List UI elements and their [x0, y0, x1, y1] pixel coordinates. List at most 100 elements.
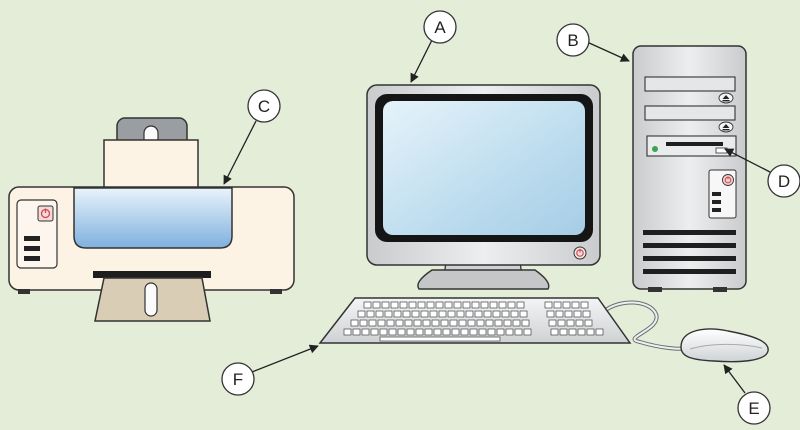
callout-a: A [423, 10, 457, 44]
keyboard-key [507, 301, 516, 309]
keyboard-numpad-key [559, 328, 568, 336]
keyboard-key [478, 328, 487, 336]
keyboard-numpad-key [573, 310, 582, 318]
keyboard-numpad-key [575, 319, 584, 327]
keyboard-key [492, 310, 501, 318]
keyboard-key [510, 310, 519, 318]
keyboard-key [514, 328, 523, 336]
keyboard-key [438, 310, 447, 318]
keyboard-key [357, 310, 366, 318]
keyboard-numpad-key [550, 328, 559, 336]
keyboard-key [429, 310, 438, 318]
label-f: F [233, 370, 243, 389]
keyboard-key [352, 328, 361, 336]
keyboard-key [413, 319, 422, 327]
keyboard-numpad-key [586, 328, 595, 336]
callout-f: F [221, 362, 255, 396]
printer-indicator-1 [24, 236, 40, 241]
keyboard-key [375, 310, 384, 318]
keyboard-key [402, 310, 411, 318]
system-indicator-1 [712, 192, 721, 196]
keyboard-key [404, 319, 413, 327]
keyboard-key [440, 319, 449, 327]
keyboard-key [372, 301, 381, 309]
keyboard-key [359, 319, 368, 327]
keyboard-key [447, 310, 456, 318]
arrow-b [586, 41, 630, 62]
monitor-power-icon [573, 246, 587, 260]
keyboard-key [431, 319, 440, 327]
printer-indicator-3 [24, 256, 40, 261]
keyboard-numpad-key [577, 328, 586, 336]
keyboard-key [415, 328, 424, 336]
keyboard-numpad-key [544, 301, 553, 309]
keyboard-numpad-key [564, 310, 573, 318]
printer-paper-tray [73, 187, 233, 249]
callout-e: E [737, 391, 771, 425]
system-unit [632, 45, 747, 292]
keyboard-key [370, 328, 379, 336]
keyboard-key [390, 301, 399, 309]
system-indicator-2 [712, 200, 721, 204]
monitor-stand-base [417, 269, 550, 290]
keyboard-key [343, 328, 352, 336]
label-c: C [258, 97, 270, 116]
keyboard-key [420, 310, 429, 318]
printer-foot-right [270, 289, 282, 294]
vent-2 [643, 243, 736, 248]
keyboard-key [384, 310, 393, 318]
vent-3 [643, 256, 736, 261]
keyboard-key [519, 310, 528, 318]
mouse [680, 328, 769, 363]
keyboard-key [496, 328, 505, 336]
keyboard-numpad-key [571, 301, 580, 309]
keyboard-key [350, 319, 359, 327]
mouse-body [680, 328, 769, 363]
keyboard-key [494, 319, 503, 327]
label-b: B [567, 31, 578, 50]
keyboard-key [498, 301, 507, 309]
arrow-c [223, 120, 257, 185]
keyboard-key [487, 328, 496, 336]
keyboard-key [503, 319, 512, 327]
keyboard-key [395, 319, 404, 327]
keyboard-key [521, 319, 530, 327]
keyboard-numpad-key [566, 319, 575, 327]
keyboard-numpad-key [555, 310, 564, 318]
optical-drive-2 [644, 105, 736, 121]
keyboard-key [462, 301, 471, 309]
system-unit-foot-right [713, 287, 727, 292]
keyboard-numpad-key [548, 319, 557, 327]
printer-power-icon [37, 205, 54, 222]
label-d: D [778, 172, 790, 191]
keyboard [318, 297, 632, 344]
keyboard-key [456, 310, 465, 318]
floppy-led [652, 146, 658, 152]
keyboard-key [379, 328, 388, 336]
keyboard-numpad-key [580, 301, 589, 309]
mouse-button-line [689, 343, 763, 350]
keyboard-key [471, 301, 480, 309]
keyboard-numpad-key [562, 301, 571, 309]
keyboard-key [512, 319, 521, 327]
label-a: A [434, 18, 446, 37]
keyboard-key [516, 301, 525, 309]
printer-output-slot [93, 271, 211, 278]
keyboard-key [460, 328, 469, 336]
keyboard-key [424, 328, 433, 336]
keyboard-key [465, 310, 474, 318]
keyboard-key [501, 310, 510, 318]
keyboard-space-bar [379, 336, 501, 342]
keyboard-key [480, 301, 489, 309]
keyboard-key [377, 319, 386, 327]
keyboard-key [386, 319, 395, 327]
printer-paper-sheet [103, 139, 199, 193]
keyboard-numpad-key [546, 310, 555, 318]
floppy-disk-slot [666, 142, 723, 146]
vent-4 [643, 269, 736, 274]
keyboard-key [393, 310, 402, 318]
monitor [366, 84, 601, 290]
keyboard-key [467, 319, 476, 327]
